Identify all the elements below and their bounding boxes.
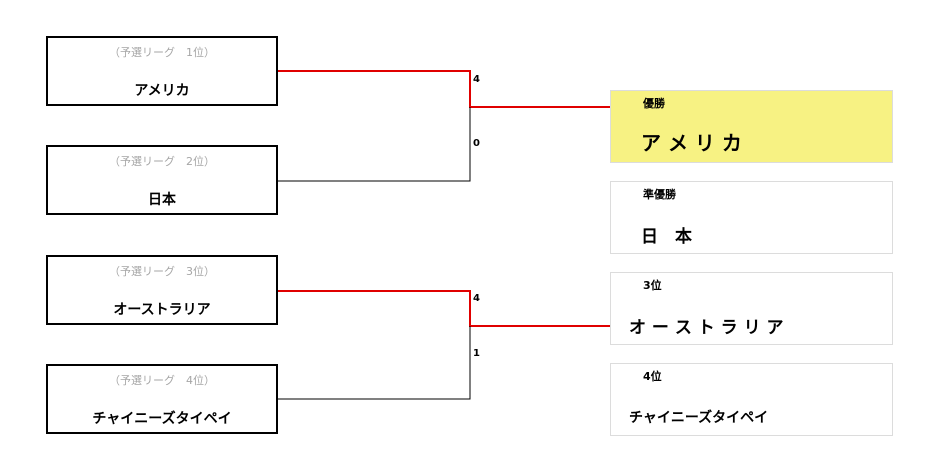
result-title: 4位: [643, 370, 662, 383]
team-box-3: （予選リーグ 3位） オーストラリア: [46, 255, 278, 325]
score-match-1-bottom: 0: [473, 138, 480, 149]
loser-line-match-2: [278, 326, 471, 400]
team-name: チャイニーズタイペイ: [92, 411, 232, 427]
score-match-2-bottom: 1: [473, 348, 480, 359]
team-name: アメリカ: [134, 83, 190, 99]
result-team-name: チャイニーズタイペイ: [629, 410, 769, 426]
result-box-champion: 優勝 ア メ リ カ: [610, 90, 893, 163]
score-match-2-top: 4: [473, 293, 480, 304]
result-title: 準優勝: [643, 188, 676, 201]
winner-line-match-2: [278, 290, 612, 327]
team-seed-label: （予選リーグ 1位）: [109, 46, 215, 59]
team-name: オーストラリア: [113, 302, 211, 318]
result-box-fourth: 4位 チャイニーズタイペイ: [610, 363, 893, 436]
team-seed-label: （予選リーグ 2位）: [109, 155, 215, 168]
result-title: 優勝: [643, 97, 665, 110]
result-box-third: 3位 オ ー ス ト ラ リ ア: [610, 272, 893, 345]
team-box-4: （予選リーグ 4位） チャイニーズタイペイ: [46, 364, 278, 434]
winner-line-match-1: [278, 70, 612, 108]
team-box-1: （予選リーグ 1位） アメリカ: [46, 36, 278, 106]
result-title: 3位: [643, 279, 662, 292]
loser-line-match-1: [278, 107, 471, 182]
result-box-runner-up: 準優勝 日 本: [610, 181, 893, 254]
score-match-1-top: 4: [473, 74, 480, 85]
result-team-name: ア メ リ カ: [641, 131, 742, 155]
team-name: 日本: [148, 192, 176, 208]
team-box-2: （予選リーグ 2位） 日本: [46, 145, 278, 215]
team-seed-label: （予選リーグ 4位）: [109, 374, 215, 387]
team-seed-label: （予選リーグ 3位）: [109, 265, 215, 278]
result-team-name: 日 本: [641, 227, 692, 247]
result-team-name: オ ー ス ト ラ リ ア: [629, 318, 784, 338]
